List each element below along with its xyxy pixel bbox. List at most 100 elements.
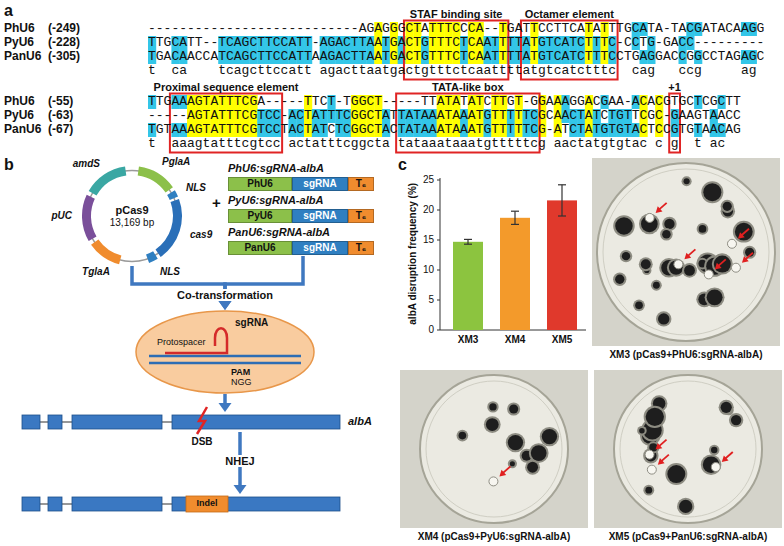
pointer-head [715,263,722,270]
albino-colony [731,263,740,272]
pointer-head [656,443,663,450]
plasmid-segment [138,166,173,192]
error-cap [464,239,472,240]
sequence-row: TTGCATT--TCAGCTTCCATT-AGACTTAATGACTGTTTC… [148,36,764,50]
sgrna-box: sgRNA [292,241,348,255]
position-number: (-55) [48,95,73,109]
colony [669,260,683,274]
colony-halo [667,258,685,276]
category-label: XM5 [552,334,573,346]
exon-box [72,497,162,511]
tick-label: 20 [423,204,434,216]
element-label: Proximal sequence element [154,81,299,94]
albino-colony [727,239,736,248]
colony [508,435,523,450]
panel-letter: a [4,2,13,20]
node-text: albA [348,415,372,428]
node-text: PyU6:sgRNA-albA [228,194,323,207]
exon-box [22,415,40,429]
colony-halo [682,263,697,278]
element-label: TATA-like box [432,81,504,94]
arrow-head [219,301,232,310]
expression-cassette: PyU6:sgRNA-albA PyU6 sgRNA T₆ [228,194,378,224]
cas9-drawing [135,310,315,394]
colony [679,500,692,513]
colony [645,487,652,494]
pointer-head [722,455,729,462]
colony-halo [487,401,498,412]
pointer-head [499,470,506,477]
category-label: XM4 [505,334,526,346]
tick-label: 0 [428,324,434,336]
colony [641,259,651,269]
colony-halo [633,299,645,311]
plasmid-segment [156,199,182,257]
consensus-row: t aaagtatttcgtcc actatttcggcta tataaataa… [148,137,725,151]
node-text: PyU6 [247,210,272,222]
tick-mark [437,270,440,271]
pointer-head [738,232,745,239]
plasmid-segment [91,240,121,265]
promoter-name: PhU6 [4,95,35,109]
albino-colony [489,477,498,486]
sequence-row: -----AGTATTTCGTCC-ACTATTTCGGCTATTATAAATA… [148,109,741,123]
element-label: Octamer element [525,8,614,21]
tick-label: 25 [423,174,434,186]
colony [664,219,674,229]
pointer-head [684,253,691,260]
bar [500,218,530,330]
tick-mark [437,240,440,241]
node-text: PhU6 [247,178,273,190]
colony [615,217,632,234]
colony [711,447,717,453]
edited-gene: Indel [22,494,384,514]
colony [684,265,695,276]
petri-dish [420,375,568,523]
promoter-box: PanU6 [228,241,292,255]
cut-label: DSB [191,436,212,448]
albino-colony [647,465,656,474]
colony [667,465,685,483]
colony-halo [729,413,743,427]
colony [658,313,669,324]
tick-mark [437,210,440,211]
indel-box [186,496,228,512]
bar [453,242,483,330]
sgrna-box: sgRNA [292,177,348,191]
promoter-name: PanU6 [4,50,41,64]
colony [527,462,538,473]
petri-dish [597,163,775,341]
colony [684,178,690,184]
arrow-head [234,485,247,494]
plate-photo [594,370,782,528]
exon-box [48,497,62,511]
colony-halo [639,214,660,235]
sgrna-box: sgRNA [292,209,348,223]
colony [714,256,731,273]
colony-halo [651,280,662,291]
promoter-name: PhU6 [4,22,35,36]
node-text: T₆ [356,210,367,222]
dish-rim [426,381,562,517]
colony-halo [733,221,755,243]
position-number: (-228) [48,36,80,50]
colony-halo [705,287,725,307]
flow-arrow [219,394,232,412]
sequence-row: TTGAAAGTATTTCGA-----TTCT-TGGCT-----TTATA… [148,95,741,109]
colony-halo [743,246,756,259]
sequence-row: TGTAAAGTATTTCGTCCTACTATCTCGGCTACTATAAATA… [148,123,741,137]
promoter-box: PhU6 [228,177,292,191]
node-text: T₆ [356,178,367,190]
arrow-head [219,301,232,310]
node-text: sgRNA [235,317,268,329]
tick-label: 15 [423,234,434,246]
exon-box [22,497,40,511]
plasmid-map: pCas913,169 bp [82,166,182,266]
tick-mark [437,330,440,331]
node-text: sgRNA [303,178,336,190]
error-bar [561,185,562,216]
colony [510,461,515,466]
colony [639,428,645,434]
terminator-box: T₆ [348,177,374,191]
